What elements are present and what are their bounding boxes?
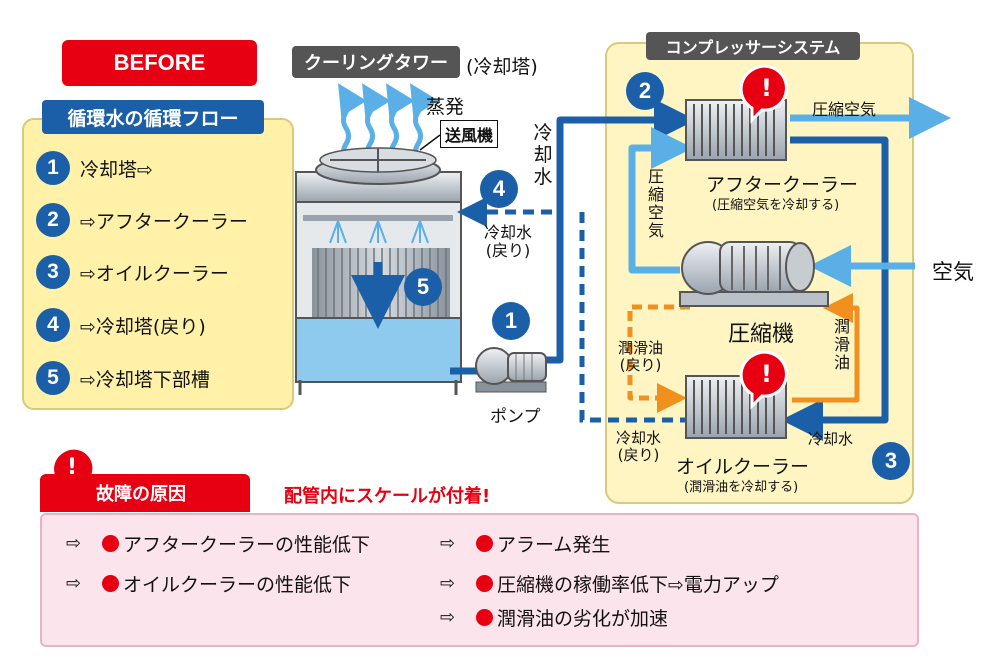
step-4-marker: 4 <box>480 170 518 208</box>
fault-item: ⇨オイルクーラーの性能低下 <box>66 573 352 596</box>
step-number: 5 <box>36 361 70 395</box>
cooling-water-label: 冷却水 <box>808 430 854 448</box>
step-number: 3 <box>36 255 70 289</box>
step-number: 4 <box>36 308 70 342</box>
flow-step-3: 3 ⇨オイルクーラー <box>36 252 229 292</box>
flow-step-1: 1 冷却塔⇨ <box>36 148 153 188</box>
compressed-air-label: 圧縮空気 <box>812 100 877 119</box>
step-number: 2 <box>36 203 70 237</box>
step-text: 冷却塔⇨ <box>80 158 153 181</box>
step-1-marker: 1 <box>492 302 530 340</box>
before-badge: BEFORE <box>62 40 257 86</box>
flow-step-5: 5 ⇨冷却塔下部槽 <box>36 358 210 398</box>
fault-item: ⇨潤滑油の劣化が加速 <box>440 607 669 630</box>
oil-cooler-label: オイルクーラー <box>676 456 810 478</box>
cooling-water-return-label: 冷却水(戻り) <box>616 429 662 464</box>
oil-cooler-sub: (潤滑油を冷却する) <box>684 480 799 495</box>
step-number: 1 <box>36 151 70 185</box>
step-2-marker: 2 <box>626 72 664 110</box>
return-water-label: 冷却水(戻り) <box>484 223 533 260</box>
fault-title: 故障の原因 <box>40 474 250 512</box>
step-text: ⇨アフタークーラー <box>80 210 248 233</box>
alert-fault-mark: ! <box>67 455 78 480</box>
fault-item: ⇨アラーム発生 <box>440 533 611 556</box>
after-cooler-sub: (圧縮空気を冷却する) <box>712 198 840 213</box>
fan-label: 送風機 <box>440 120 499 148</box>
compressed-air-lines <box>628 97 951 287</box>
air-label: 空気 <box>932 260 974 284</box>
step-text: ⇨冷却塔下部槽 <box>80 368 210 391</box>
evaporation-label: 蒸発 <box>426 96 465 118</box>
cooling-tower-subtitle: (冷却塔) <box>466 56 538 78</box>
fault-item: ⇨アフタークーラーの性能低下 <box>66 533 371 556</box>
flow-step-4: 4 ⇨冷却塔(戻り) <box>36 305 206 345</box>
pump-label: ポンプ <box>490 407 541 427</box>
compressor-system-title: コンプレッサーシステム <box>646 32 860 60</box>
step-3-marker: 3 <box>872 442 910 480</box>
step-text: ⇨オイルクーラー <box>80 262 229 285</box>
fault-headline: 配管内にスケールが付着! <box>284 486 491 507</box>
after-cooler-label: アフタークーラー <box>706 174 859 196</box>
alert-after-cooler-icon <box>739 64 788 124</box>
flow-step-2: 2 ⇨アフタークーラー <box>36 200 248 240</box>
cooling-water-line <box>450 99 889 441</box>
step-5-marker: 5 <box>404 268 442 306</box>
compressor-label: 圧縮機 <box>728 322 795 347</box>
cooling-water-vertical-label: 冷却水 <box>533 122 553 188</box>
flow-title: 循環水の循環フロー <box>42 100 264 134</box>
return-water-lines <box>457 197 690 423</box>
alert-oil-cooler-mark: ! <box>761 360 772 388</box>
lubricant-lines <box>627 293 860 413</box>
lube-return-label: 潤滑油(戻り) <box>618 339 664 374</box>
cooling-tower-illustration <box>295 134 462 395</box>
step-text: ⇨冷却塔(戻り) <box>80 315 206 338</box>
fault-item: ⇨圧縮機の稼働率低下⇨電力アップ <box>440 573 779 596</box>
cooling-tower-title: クーリングタワー <box>292 46 460 78</box>
alert-after-cooler-mark: ! <box>761 74 772 102</box>
alert-oil-cooler-icon <box>739 350 788 410</box>
pump-illustration <box>475 347 547 393</box>
compressor-illustration <box>679 241 829 307</box>
compressed-air-vertical-label: 圧縮空気 <box>647 167 664 240</box>
lube-vertical-label: 潤滑油 <box>833 317 850 372</box>
